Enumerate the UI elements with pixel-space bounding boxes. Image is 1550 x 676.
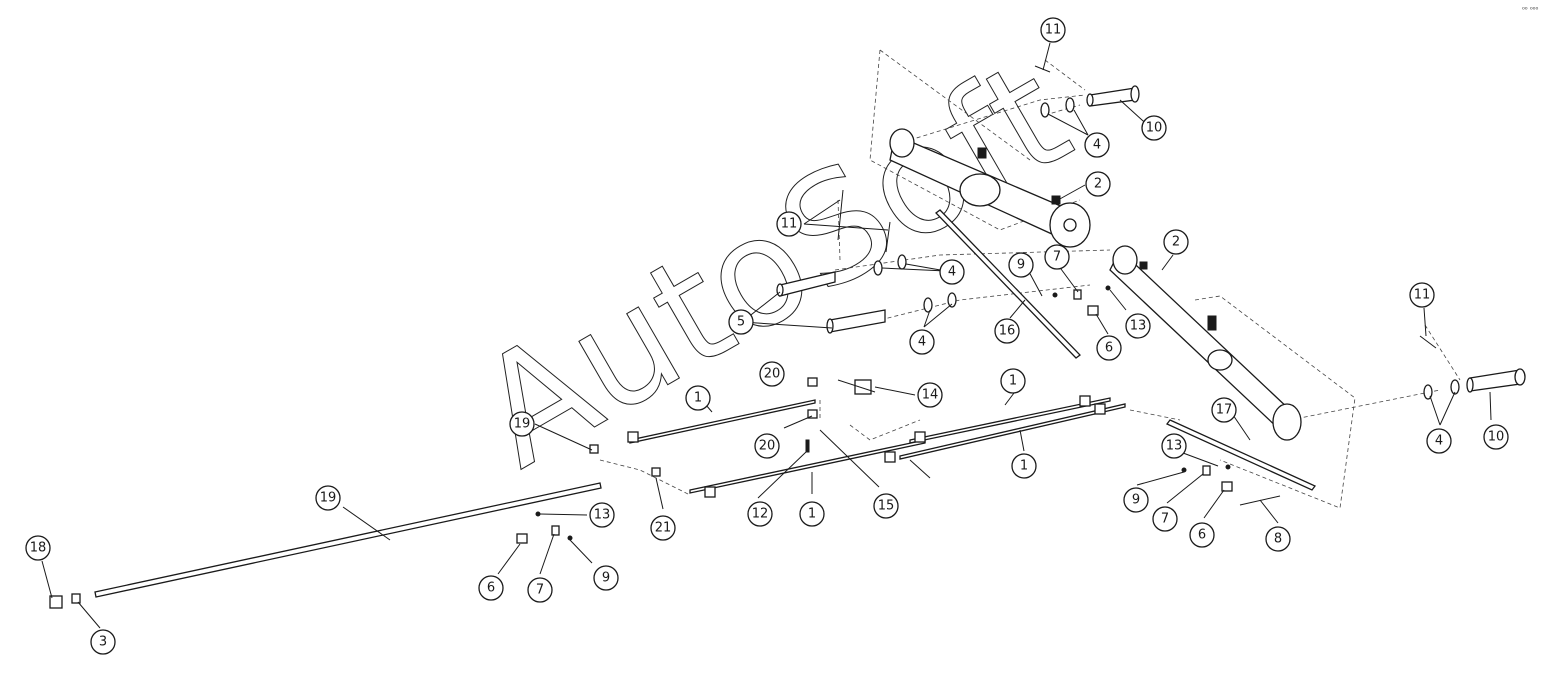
callout-15: 15 (873, 493, 899, 519)
callout-18: 19 (315, 485, 341, 511)
callout-8: 8 (1265, 526, 1291, 552)
callout-label: 4 (948, 265, 956, 280)
callout-7: 7 (1152, 506, 1178, 532)
callout-label: 9 (1132, 493, 1140, 508)
callout-4: 4 (1426, 428, 1452, 454)
callout-20: 20 (754, 433, 780, 459)
callout-label: 5 (737, 315, 745, 330)
callout-2: 2 (1163, 229, 1189, 255)
callout-label: 15 (878, 499, 895, 514)
callout-label: 12 (752, 507, 769, 522)
callout-label: 6 (1105, 341, 1113, 356)
callout-14: 14 (917, 382, 943, 408)
rods (94, 209, 1317, 598)
callout-label: 19 (514, 417, 531, 432)
callout-label: 1 (808, 507, 816, 522)
callout-10: 10 (1483, 424, 1509, 450)
callout-label: 1 (1009, 374, 1017, 389)
callout-label: 4 (1093, 138, 1101, 153)
callout-19: 17 (1211, 397, 1237, 423)
callout-4: 4 (909, 329, 935, 355)
callout-2: 2 (1085, 171, 1111, 197)
callout-label: 13 (1130, 319, 1147, 334)
callout-19: 16 (994, 318, 1020, 344)
callout-label: 10 (1146, 121, 1163, 136)
callout-9: 9 (1008, 252, 1034, 278)
washers (873, 97, 1460, 400)
callout-13: 13 (589, 502, 615, 528)
callout-11: 11 (1040, 17, 1066, 43)
callout-12: 12 (747, 501, 773, 527)
callout-label: 6 (487, 581, 495, 596)
callout-17: 19 (509, 411, 535, 437)
callout-label: 8 (1274, 532, 1282, 547)
pin-upper (1086, 85, 1140, 107)
callout-label: 13 (1166, 439, 1183, 454)
callout-9: 9 (1123, 487, 1149, 513)
callout-13: 13 (1125, 313, 1151, 339)
callout-4: 4 (1084, 132, 1110, 158)
callout-13: 13 (1161, 433, 1187, 459)
callout-10: 10 (1141, 115, 1167, 141)
callout-9: 9 (593, 565, 619, 591)
callout-label: 4 (1435, 434, 1443, 449)
callout-6: 6 (1189, 522, 1215, 548)
callout-5: 5 (728, 309, 754, 335)
callout-label: 11 (781, 217, 798, 232)
callout-7: 7 (1044, 244, 1070, 270)
callout-16: 18 (25, 535, 51, 561)
callout-11: 11 (776, 211, 802, 237)
callout-1: 1 (799, 501, 825, 527)
callout-label: 2 (1094, 177, 1102, 192)
callout-label: 20 (759, 439, 776, 454)
callout-20: 20 (759, 361, 785, 387)
hydraulic-cylinder-lower (1109, 245, 1302, 441)
callout-1: 1 (1000, 368, 1026, 394)
callout-4: 4 (939, 259, 965, 285)
callout-label: 20 (764, 367, 781, 382)
callout-21: 21 (650, 515, 676, 541)
callout-label: 2 (1172, 235, 1180, 250)
callout-6: 6 (478, 575, 504, 601)
callout-label: 13 (594, 508, 611, 523)
callout-7: 7 (527, 577, 553, 603)
callout-label: 7 (1161, 512, 1169, 527)
callout-label: 16 (999, 324, 1016, 339)
callout-label: 10 (1488, 430, 1505, 445)
callout-11: 11 (1409, 282, 1435, 308)
callout-1: 1 (1011, 453, 1037, 479)
pin-lower (1466, 368, 1526, 393)
callout-label: 21 (655, 521, 672, 536)
cotter-pins (837, 65, 1437, 349)
callout-label: 4 (918, 335, 926, 350)
callout-label: 1 (1020, 459, 1028, 474)
callout-label: 19 (320, 491, 337, 506)
callout-label: 14 (922, 388, 939, 403)
control-linkages (627, 377, 1126, 498)
callout-label: 11 (1414, 288, 1431, 303)
callout-label: 7 (536, 583, 544, 598)
callout-label: 11 (1045, 23, 1062, 38)
callout-label: 9 (1017, 258, 1025, 273)
callout-label: 18 (30, 541, 47, 556)
callout-label: 9 (602, 571, 610, 586)
hydraulic-cylinder-upper (889, 128, 1091, 248)
callout-label: 3 (99, 635, 107, 650)
callout-label: 1 (694, 391, 702, 406)
callout-label: 7 (1053, 250, 1061, 265)
corner-mark: ⁰⁰ ⁰⁰⁰ (1522, 6, 1538, 14)
callout-6: 6 (1096, 335, 1122, 361)
callout-1: 1 (685, 385, 711, 411)
callout-label: 6 (1198, 528, 1206, 543)
callout-3: 3 (90, 629, 116, 655)
callout-label: 17 (1216, 403, 1233, 418)
